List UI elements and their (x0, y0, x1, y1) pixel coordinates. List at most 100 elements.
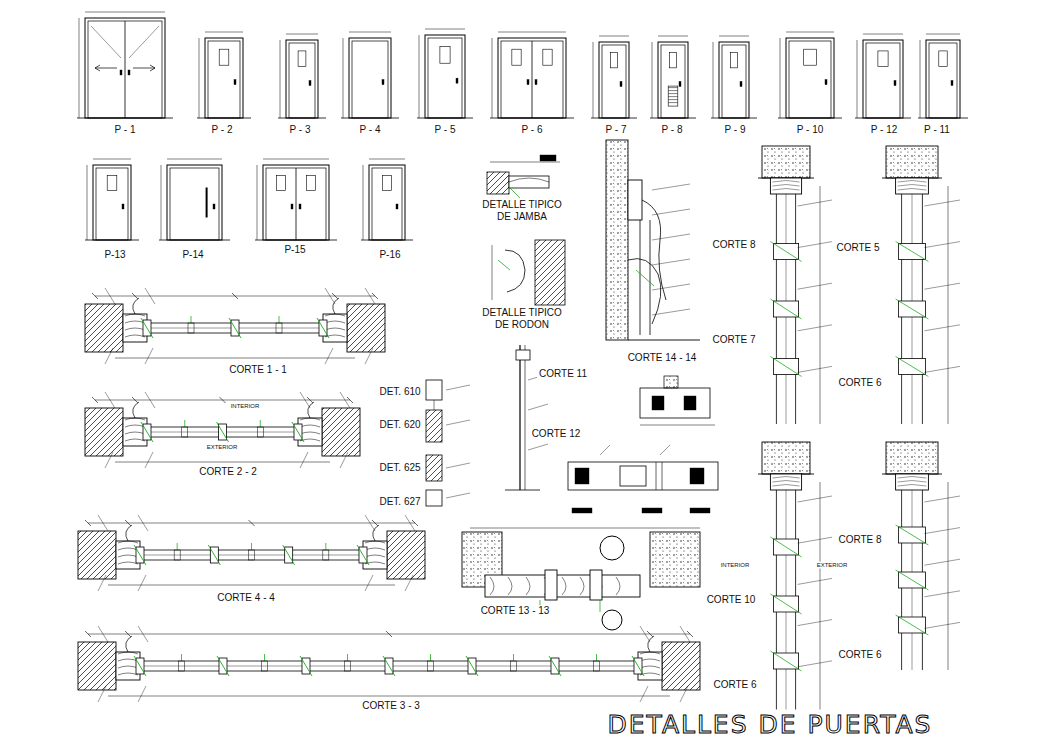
leader-line (98, 626, 108, 642)
section-label: CORTE 12 (530, 428, 583, 440)
glazing-bead (511, 661, 517, 671)
glazing-panel (107, 176, 117, 191)
door-tag: P-16 (377, 249, 402, 261)
door-tag: P - 8 (660, 124, 685, 136)
door-frame (286, 40, 318, 118)
dimension-tick (357, 545, 369, 565)
floor-line (417, 118, 473, 119)
section-label: DETALLE TIPICO DE RODON (478, 307, 566, 330)
glass-block (690, 468, 704, 484)
leader-line (924, 283, 960, 289)
leader-line (145, 392, 155, 408)
jamb-detail (487, 155, 560, 198)
leader-line (798, 496, 832, 502)
dimension-line (286, 34, 318, 35)
mullion-section (640, 388, 710, 418)
dimension-line (492, 245, 493, 300)
door-frame (863, 40, 903, 118)
dimension-tick (208, 545, 220, 565)
detail-box (426, 410, 442, 442)
dimension-tick (632, 656, 644, 676)
glazing-panel (878, 51, 888, 67)
head-frame (770, 474, 801, 490)
dimension-tick (217, 656, 229, 676)
glazing-bead (257, 427, 263, 437)
glazing-panel (383, 176, 392, 191)
leader-line (652, 234, 690, 240)
frame-section (485, 575, 640, 597)
mullion-core (620, 466, 646, 486)
leader-line (98, 515, 108, 531)
leader-line (660, 445, 670, 455)
dimension-mark (251, 543, 252, 550)
door-tag: P - 12 (869, 124, 900, 136)
head-frame (896, 474, 929, 490)
leader-line (652, 309, 690, 315)
jamb-profile (509, 176, 549, 188)
dimension-line (948, 482, 949, 670)
wood-grain (118, 562, 138, 564)
dimension-line (920, 40, 921, 118)
section-label: DETALLE TIPICO DE JAMBA (478, 199, 566, 222)
section-label: CORTE 13 - 13 (479, 605, 552, 617)
vertical-section (606, 140, 700, 340)
door-handle (396, 204, 398, 209)
section-label: DET. 610 (377, 386, 422, 398)
dimension-tick (647, 631, 653, 637)
leader-line (105, 392, 115, 408)
door-frame (498, 38, 566, 118)
dimension-line (205, 32, 243, 33)
leader-line (798, 242, 832, 248)
wood-grain (898, 477, 927, 479)
dimension-tick (332, 293, 338, 299)
door-handle (120, 70, 122, 75)
glazing-bead (262, 661, 268, 671)
door-handle (535, 80, 537, 85)
glazing-panel (730, 53, 737, 68)
pivot-circle (600, 536, 624, 560)
lintel-concrete (762, 442, 810, 474)
dimension-line (79, 18, 80, 118)
section-label: CORTE 8 (836, 534, 883, 546)
wall-section (78, 642, 116, 690)
scale-bar (540, 155, 556, 161)
vertical-section (758, 146, 832, 424)
wood-grain (640, 666, 660, 668)
leader-line (798, 366, 832, 372)
mullion-section (590, 570, 602, 600)
dimension-mark (510, 188, 520, 198)
section-label: DET. 625 (377, 462, 422, 474)
door-profile (642, 200, 666, 300)
detail-box (426, 380, 442, 400)
swing-line (129, 26, 159, 58)
louver-slat (668, 99, 678, 100)
dimension-line (280, 40, 281, 118)
door-frame-inner (722, 45, 746, 118)
dimension-tick (386, 631, 392, 637)
dimension-tick (85, 631, 91, 637)
wood-grain (898, 481, 927, 483)
door-elevation (361, 159, 413, 240)
door-frame (599, 42, 629, 118)
glazing-bead (174, 550, 180, 560)
door-handle (527, 80, 529, 85)
leaf-face (650, 220, 651, 335)
dimension-line (498, 32, 566, 33)
dimension-tick (412, 520, 418, 526)
door-handle (456, 78, 458, 83)
wood-grain (898, 485, 927, 487)
plan-section (85, 288, 385, 364)
sheet-title: DETALLES DE PUERTAS (608, 710, 933, 739)
floor-line (855, 118, 911, 119)
wood-grain (490, 577, 494, 595)
scale-bar (642, 508, 662, 513)
leader-line (798, 578, 832, 584)
door-handle (382, 80, 384, 85)
floor-line (591, 118, 637, 119)
glass-block (684, 396, 696, 410)
door-handle (825, 80, 827, 85)
door-frame (658, 42, 688, 118)
dimension-line (780, 38, 781, 118)
wood-grain (526, 577, 530, 595)
door-elevation (778, 32, 842, 118)
